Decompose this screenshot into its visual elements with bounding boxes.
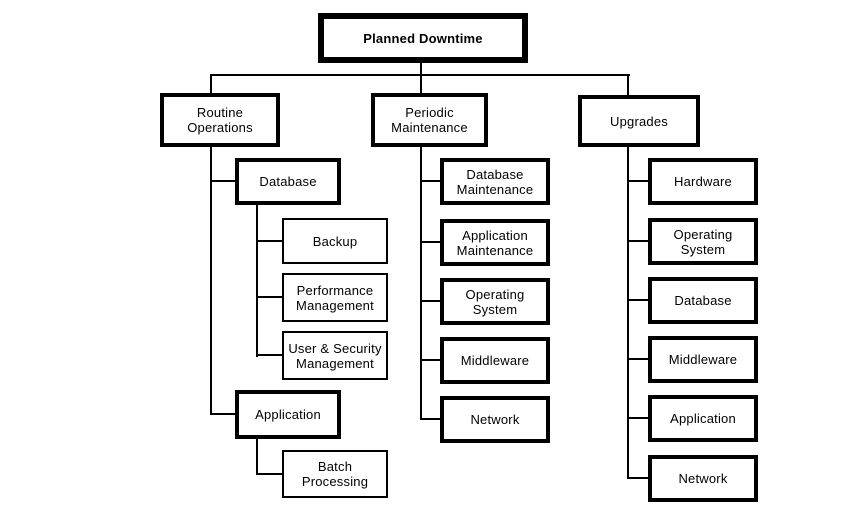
connector-drop-routine (210, 74, 212, 94)
connector-stub (420, 418, 441, 420)
connector-stub (210, 180, 236, 182)
node-backup: Backup (282, 218, 388, 264)
node-middleware-maintenance: Middleware (440, 337, 550, 384)
connector-rail (210, 74, 630, 76)
node-application-routine: Application (235, 390, 341, 439)
connector-spine-upgrades (627, 146, 629, 479)
node-performance-management: Performance Management (282, 273, 388, 322)
connector-stub (627, 180, 649, 182)
connector-stub (420, 180, 441, 182)
connector-drop-upgrades (627, 74, 629, 96)
node-application-maintenance: Application Maintenance (440, 219, 550, 266)
connector-stub (210, 413, 236, 415)
connector-spine-routine (210, 146, 212, 415)
connector-spine-periodic (420, 146, 422, 420)
node-database-upgrade: Database (648, 277, 758, 324)
connector-stub (256, 296, 283, 298)
connector-root-drop (420, 61, 422, 94)
node-database-routine: Database (235, 158, 341, 205)
connector-stub (627, 477, 649, 479)
node-operating-system-upgrade: Operating System (648, 218, 758, 265)
node-periodic-maintenance: Periodic Maintenance (371, 93, 488, 147)
node-middleware-upgrade: Middleware (648, 336, 758, 383)
node-network-maintenance: Network (440, 396, 550, 443)
connector-stub (256, 240, 283, 242)
node-hardware-upgrade: Hardware (648, 158, 758, 205)
connector-stub (627, 299, 649, 301)
connector-stub (420, 359, 441, 361)
node-batch-processing: Batch Processing (282, 450, 388, 498)
node-network-upgrade: Network (648, 455, 758, 502)
node-upgrades: Upgrades (578, 95, 700, 147)
connector-stub (256, 354, 283, 356)
node-routine-operations: Routine Operations (160, 93, 280, 147)
connector-subspine-database (256, 204, 258, 357)
connector-subspine-application (256, 438, 258, 475)
connector-stub (627, 358, 649, 360)
connector-stub (256, 473, 283, 475)
node-operating-system-maintenance: Operating System (440, 278, 550, 325)
connector-stub (420, 241, 441, 243)
node-application-upgrade: Application (648, 395, 758, 442)
connector-stub (627, 417, 649, 419)
node-user-security-management: User & Security Management (282, 331, 388, 380)
node-planned-downtime: Planned Downtime (318, 13, 528, 63)
connector-stub (627, 240, 649, 242)
connector-stub (420, 300, 441, 302)
node-database-maintenance: Database Maintenance (440, 158, 550, 205)
